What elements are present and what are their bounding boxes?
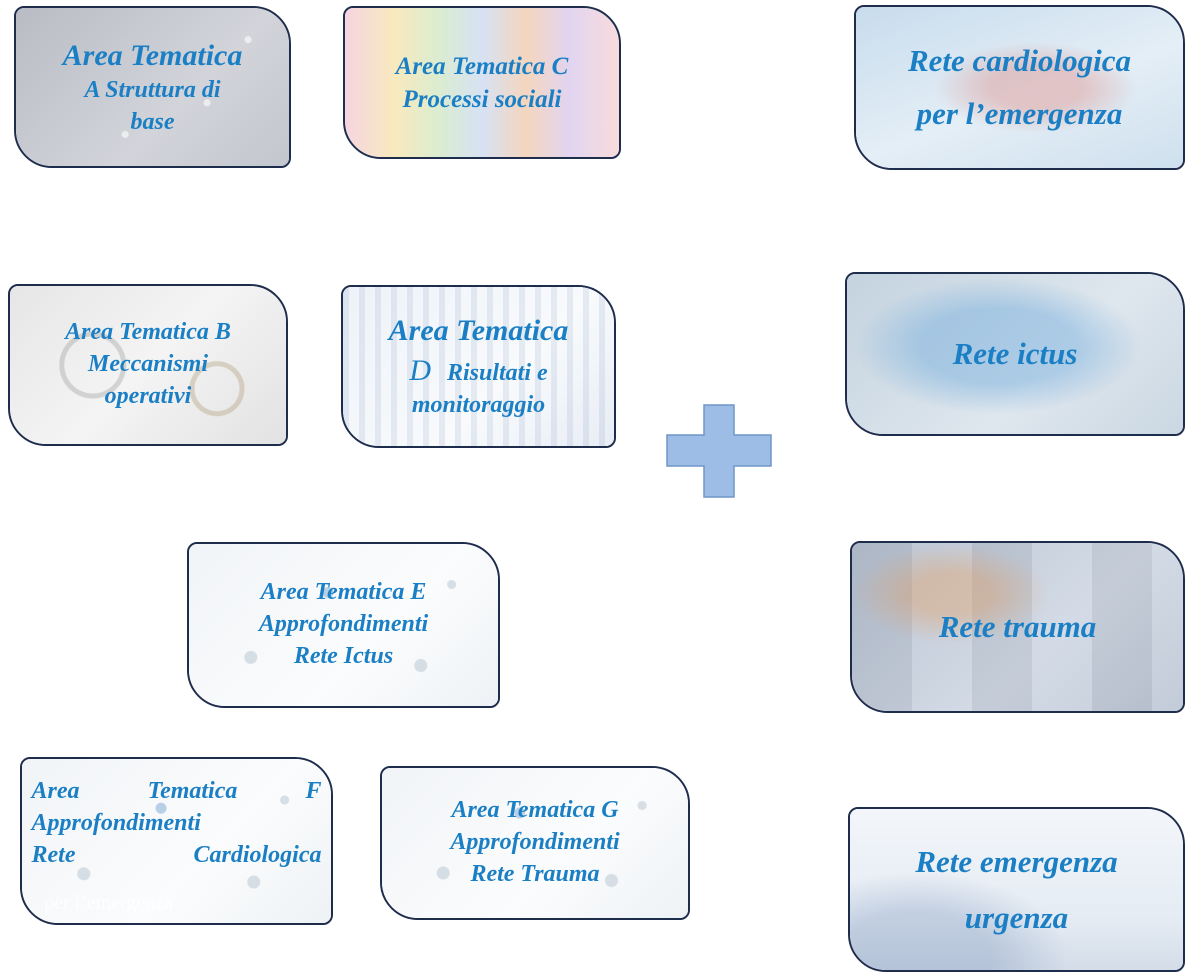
network-background [22,759,331,923]
card-line: base [130,108,175,135]
card-line: Approfondimenti [450,829,620,856]
gears-background [10,286,286,444]
card-line: Rete ictus [952,335,1078,371]
card-word: Cardiologica [193,841,322,868]
card-rete-ictus[interactable]: Rete ictus [845,272,1185,436]
card-word: Tematica [147,778,238,805]
emergency-background [850,809,1183,970]
network-background [16,8,289,166]
card-line: Area Tematica [62,38,243,72]
card-word: Area [31,778,80,805]
card-line: per l’emergenza [916,95,1123,131]
card-area-g-label: Area Tematica G Approfondimenti Rete Tra… [450,795,619,890]
card-line: Rete Ictus [293,642,394,669]
card-rete-trauma[interactable]: Rete trauma [850,541,1185,713]
card-line: Approfondimenti [31,810,201,837]
network-background [189,544,498,706]
card-line: Rete cardiologica [908,42,1131,78]
card-line: Area Tematica B [65,319,231,346]
card-area-f-label: Area Tematica F Approfondimenti Rete Car… [32,776,322,871]
card-area-a[interactable]: Area Tematica A Struttura di base [14,6,291,168]
card-area-a-label: Area Tematica A Struttura di base [63,36,243,139]
card-line: D Risultati e [389,351,569,391]
card-area-d[interactable]: Area Tematica D Risultati e monitoraggio [341,285,616,448]
card-rete-emergenza-label: Rete emergenza urgenza [915,834,1117,946]
card-word: F [305,778,322,805]
card-area-b[interactable]: Area Tematica B Meccanismi operativi [8,284,288,446]
card-rete-emergenza[interactable]: Rete emergenza urgenza [848,807,1185,972]
card-line: Meccanismi [88,351,208,378]
card-line: Area Tematica C [395,52,569,80]
brain-background [847,274,1183,434]
card-area-c-label: Area Tematica C Processi sociali [396,50,569,116]
card-area-b-label: Area Tematica B Meccanismi operativi [65,317,231,412]
card-line: Approfondimenti [258,611,429,638]
card-area-d-label: Area Tematica D Risultati e monitoraggio [389,311,569,422]
card-line: Processi sociali [402,85,562,113]
card-area-c[interactable]: Area Tematica C Processi sociali [343,6,621,159]
card-line: Area Tematica G [451,797,619,824]
card-area-f-ghost-text: per l’emergenza [44,892,173,914]
card-area-e-label: Area Tematica E Approfondimenti Rete Ict… [259,577,428,672]
card-rete-cardiologica[interactable]: Rete cardiologica per l’emergenza [854,5,1185,170]
xray-background [852,543,1183,711]
card-line: Area Tematica E [260,579,427,606]
card-line: Rete Cardiologica [32,840,322,872]
card-word: Rete [31,841,76,868]
card-line: monitoraggio [411,392,546,419]
card-text: Risultati e [446,359,548,386]
heart-background [856,7,1183,168]
network-background [382,768,688,918]
card-rete-ictus-label: Rete ictus [953,334,1078,375]
card-area-g[interactable]: Area Tematica G Approfondimenti Rete Tra… [380,766,690,920]
card-rete-trauma-label: Rete trauma [939,607,1097,648]
card-line: Rete Trauma [470,860,600,887]
card-line: Area Tematica F [32,776,322,808]
card-line: Rete trauma [938,608,1097,644]
card-line: Area Tematica [388,314,569,348]
card-letter: D [409,353,431,387]
plus-icon [666,404,772,498]
card-line: A Struttura di [84,77,221,104]
card-line: operativi [104,382,192,409]
card-rete-cardiologica-label: Rete cardiologica per l’emergenza [908,35,1131,140]
card-area-f[interactable]: Area Tematica F Approfondimenti Rete Car… [20,757,333,925]
card-area-e[interactable]: Area Tematica E Approfondimenti Rete Ict… [187,542,500,708]
card-line: urgenza [964,899,1069,935]
report-chart-background [343,287,614,446]
card-line: Rete emergenza [915,843,1118,879]
people-silhouettes-background [345,8,619,157]
